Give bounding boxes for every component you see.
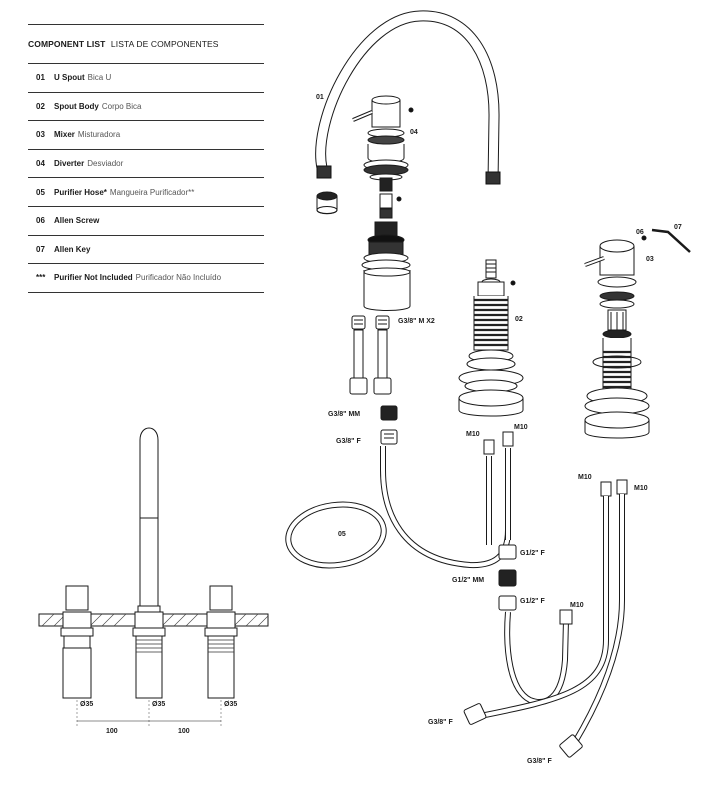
label-g38-f: G3/8" F [428,719,453,726]
item-number: 02 [36,101,45,111]
item-name-pt: Mangueira Purificador** [109,187,195,197]
list-item: 04 Diverter Desviador [28,150,264,179]
item-name-en: U Spout [54,73,85,83]
list-item: 03 Mixer Misturadora [28,121,264,150]
item-name-en: Spout Body [54,101,99,111]
label-g38-f: G3/8" F [336,438,361,445]
label-g12-f: G1/2" F [520,598,545,605]
dimension-spacing: 100 [106,728,118,735]
callout-07: 07 [674,224,682,231]
item-number: 06 [36,216,45,226]
purifier-filter [458,259,524,417]
label-g38-mm: G3/8" MM [328,411,360,418]
callout-06: 06 [636,229,644,236]
callout-02: 02 [515,316,523,323]
dimension-diameter: Ø35 [224,701,237,708]
item-name-pt: Corpo Bica [101,101,142,111]
list-item: 05 Purifier Hose* Mangueira Purificador*… [28,178,264,207]
item-number: 03 [36,130,45,140]
callout-04: 04 [410,129,418,136]
label-m10: M10 [570,602,584,609]
callout-03: 03 [646,256,654,263]
list-item: 07 Allen Key [28,236,264,265]
dimension-diameter: Ø35 [152,701,165,708]
item-number: *** [36,273,46,283]
item-name-en: Allen Screw [54,216,100,226]
item-name-en: Allen Key [54,244,91,254]
supply-hoses-right [463,479,628,758]
item-name-en: Purifier Not Included [54,273,133,283]
item-name-pt: Bica U [87,73,112,83]
label-m10: M10 [578,474,592,481]
component-list-header: COMPONENT LIST LISTA DE COMPONENTES [28,24,264,64]
component-list-title: COMPONENT LIST [28,39,106,49]
dimension-diameter: Ø35 [80,701,93,708]
u-spout [315,10,501,215]
list-item: 02 Spout Body Corpo Bica [28,93,264,122]
label-g12-mm: G1/2" MM [452,577,484,584]
supply-hoses-middle [483,431,573,705]
list-item: 01 U Spout Bica U [28,64,264,93]
list-item: *** Purifier Not Included Purificador Nã… [28,264,264,293]
installation-elevation [38,427,269,726]
label-g38-mx2: G3/8" M X2 [398,318,435,325]
item-name-pt: Desviador [87,159,124,169]
label-m10: M10 [466,431,480,438]
item-number: 01 [36,73,45,83]
dimension-spacing: 100 [178,728,190,735]
item-name-en: Diverter [54,159,85,169]
label-m10: M10 [634,485,648,492]
item-name-pt: Purificador Não Incluído [135,273,222,283]
component-list: COMPONENT LIST LISTA DE COMPONENTES 01 U… [28,24,264,293]
purifier-hose [285,446,511,569]
callout-01: 01 [316,94,324,101]
diverter-assembly [352,95,414,219]
item-name-en: Purifier Hose* [54,187,107,197]
mixer-assembly [584,228,691,439]
item-number: 05 [36,187,45,197]
item-number: 04 [36,159,45,169]
spout-body-assembly [361,221,411,311]
flexible-pipes [349,315,398,445]
list-item: 06 Allen Screw [28,207,264,236]
component-list-title-pt: LISTA DE COMPONENTES [110,39,219,49]
item-name-en: Mixer [54,130,75,140]
item-name-pt: Misturadora [77,130,121,140]
label-g38-f: G3/8" F [527,758,552,765]
item-number: 07 [36,244,45,254]
label-m10: M10 [514,424,528,431]
callout-05: 05 [338,531,346,538]
label-g12-f: G1/2" F [520,550,545,557]
